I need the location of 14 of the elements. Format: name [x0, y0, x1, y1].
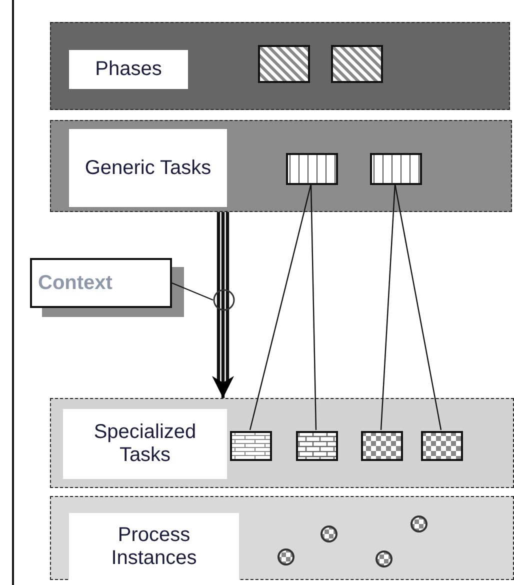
callout-label: Context [38, 272, 112, 294]
layer-band [50, 22, 510, 110]
arrow [212, 210, 234, 400]
connector-line [380, 184, 396, 430]
connector-line [310, 184, 317, 430]
connector-line [249, 184, 312, 430]
layer-label: Specialized Tasks [63, 409, 227, 479]
connector-line [394, 184, 442, 430]
layer-band [50, 398, 514, 488]
layer-label: Process Instances [69, 513, 239, 581]
layer-label: Generic Tasks [69, 129, 227, 207]
layer-band [50, 496, 514, 580]
layer-band [50, 120, 512, 212]
layer-label: Phases [69, 50, 188, 89]
